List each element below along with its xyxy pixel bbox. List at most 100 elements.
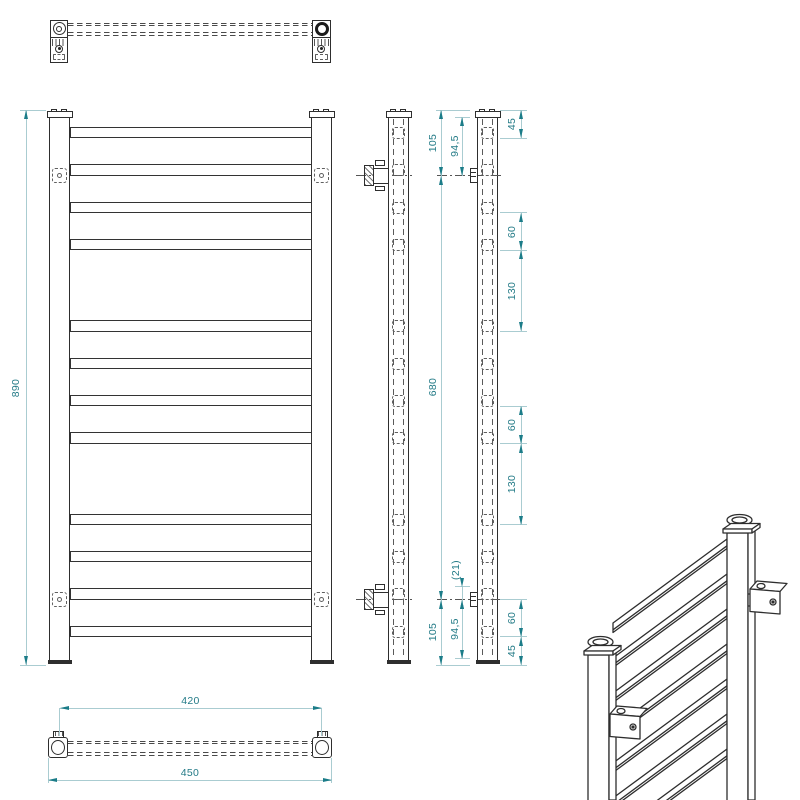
rung-socket-hidden [480,625,495,638]
rung [69,550,312,563]
iso-bracket-cube [748,580,788,615]
dimension-arrow [23,656,28,665]
stub-rib [471,596,476,597]
stub-rib [471,176,476,177]
dimension-line [521,636,522,665]
dimension-line [441,599,442,665]
left-rail-base [47,659,72,664]
dimension-line [521,406,522,444]
dimension-arrow [439,590,443,600]
isometric-view [583,513,788,800]
bracket-hidden [52,592,67,607]
dimension-line [441,175,442,600]
dimension-arrow [312,706,322,710]
dimension-arrow [519,599,523,609]
hidden-bore [492,119,493,659]
extension-line [47,758,49,783]
rung-socket-hidden [480,201,495,214]
dimension-arrow [460,649,464,659]
dimension-line [462,599,463,659]
bracket-hidden [314,592,329,607]
rung-socket-hidden [391,357,406,370]
iso-rung-edge [612,580,728,666]
extension-line [499,636,527,638]
right-rail-base [309,659,334,664]
rung-socket-hidden [391,126,406,139]
extension-line [499,249,527,251]
bar-hidden-edge [68,740,312,742]
iso-rung-edge [612,545,728,631]
dimension-arrow [519,110,523,119]
dimension-line [521,250,522,332]
bracket-screw-hidden [57,597,62,602]
bracket-foot [375,609,385,615]
valve-stub-ribs [318,732,326,736]
rung-socket-hidden [480,320,495,333]
dimension-arrow [23,110,28,119]
rung-socket-hidden [391,395,406,407]
dimension-line [441,110,442,176]
hidden-bore [403,119,404,659]
right-hidden-slot [315,54,328,60]
extension-line [436,109,470,111]
dimension-arrow [460,599,464,609]
extension-line [20,664,46,666]
rung [69,126,312,139]
cap-bump [322,108,329,112]
rung [69,164,312,176]
rung-socket-hidden [391,432,406,445]
extension-line [436,664,470,666]
rung-socket-hidden [480,164,495,177]
dimension-arrow [519,636,523,646]
dimension-arrow [439,656,443,665]
iso-rung-edge [612,615,728,701]
extension-line [321,708,322,736]
stub-rib [471,600,476,601]
iso-right-post [722,513,761,800]
rung-socket-hidden [391,239,406,252]
rung [69,239,312,251]
bracket-body [373,167,389,184]
dimension-label: (21) [450,560,462,580]
iso-rung-edge [612,685,728,771]
cap-bump [399,108,406,112]
cap-bump [312,108,319,112]
rung-socket-hidden [391,550,406,563]
rung-socket-hidden [480,239,495,252]
rail-base [386,659,411,664]
cap-bump [389,108,396,112]
rung [69,588,312,600]
bracket-screw-hidden [319,173,324,178]
cap-bump [488,108,495,112]
dimension-arrow [519,515,523,525]
bracket-foot [375,185,385,191]
cap-bump [478,108,485,112]
stub-rib [471,172,476,173]
rung-socket-hidden [391,625,406,638]
bar-hidden-edge [68,35,312,36]
left-rail [49,117,70,661]
bracket-screw-hidden [319,597,324,602]
bracket-hidden [52,168,67,183]
rung [69,625,312,638]
dimension-arrow [519,443,523,453]
dimension-arrow [460,577,464,587]
dimension-arrow [519,406,523,416]
cap-bump [60,108,67,112]
extension-line [499,330,527,332]
rung-socket-hidden [391,201,406,214]
left-valve-bore [51,740,65,755]
extension-line [499,599,527,601]
bracket-stub [469,168,478,183]
left-bracket-ribs [52,38,66,46]
rung [69,320,312,332]
dimension-arrow [460,117,464,126]
dimension-label: 105 [427,133,439,153]
extension-line [499,212,527,214]
rung-socket-hidden [480,395,495,407]
bar-hidden-edge [68,743,312,745]
valve-stub-ribs [54,732,63,736]
extension-line [499,109,527,111]
dimension-arrow [48,778,57,782]
